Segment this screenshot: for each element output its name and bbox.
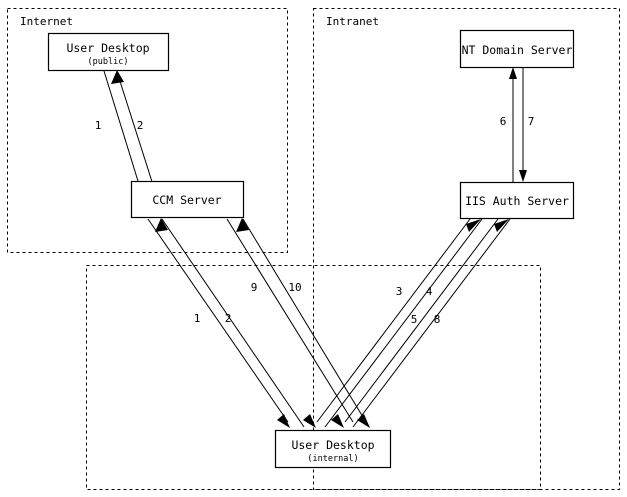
step-label-7: 7 — [528, 115, 535, 128]
node-user-desktop-internal-label: User Desktop — [291, 438, 374, 452]
step-label-1-internal: 1 — [194, 312, 201, 325]
node-user-desktop-public-label: User Desktop — [66, 41, 149, 55]
line-iis-down-to-internal-desktop-5 — [344, 218, 499, 423]
step-label-9: 9 — [251, 281, 258, 294]
line-internal-desktop-up-to-ccm-10 — [242, 218, 370, 428]
arrowhead-into-ccm-step10 — [236, 218, 249, 232]
step-label-6: 6 — [500, 115, 507, 128]
step-number-labels: 1 2 6 7 9 10 1 2 3 4 5 8 — [95, 115, 535, 326]
diagram-nodes: User Desktop (public) CCM Server NT Doma… — [47, 29, 575, 469]
node-user-desktop-internal-sublabel: (internal) — [307, 454, 358, 464]
step-label-8: 8 — [434, 313, 441, 326]
connection-lines — [103, 67, 524, 428]
node-iis-auth-server-label: IIS Auth Server — [465, 194, 569, 208]
node-ccm-server-label: CCM Server — [152, 193, 221, 207]
step-label-1-public: 1 — [95, 119, 102, 132]
zone-internet-boundary — [7, 8, 288, 253]
arrowhead-into-internal-desktop-d — [357, 414, 370, 428]
line-internal-desktop-up-to-iis-8 — [352, 218, 511, 428]
step-label-3: 3 — [396, 285, 403, 298]
node-ccm-server-box[interactable] — [130, 180, 245, 219]
node-user-desktop-internal-box[interactable] — [274, 429, 392, 469]
node-user-desktop-internal[interactable]: User Desktop (internal) — [274, 429, 392, 469]
node-user-desktop-public-box[interactable] — [47, 32, 170, 72]
arrowhead-into-internal-desktop-b — [303, 414, 316, 428]
node-user-desktop-public[interactable]: User Desktop (public) — [47, 32, 170, 72]
zone-label-intranet: Intranet — [326, 15, 379, 28]
arrowhead-into-iis-step4 — [466, 219, 481, 232]
arrowhead-into-public-desktop-step2 — [111, 70, 124, 84]
arrowhead-into-ccm-step2 — [155, 218, 168, 232]
step-label-2-internal: 2 — [225, 312, 232, 325]
step-label-5: 5 — [411, 313, 418, 326]
arrowhead-into-internal-desktop-a — [277, 414, 290, 428]
arrowhead-into-internal-desktop-c — [331, 414, 344, 428]
line-internal-desktop-up-to-ccm-2 — [161, 218, 305, 428]
line-iis-down-to-internal-desktop-3 — [316, 218, 471, 423]
node-nt-domain-server-box[interactable] — [459, 29, 575, 69]
step-label-4: 4 — [426, 285, 433, 298]
node-nt-domain-server-label: NT Domain Server — [462, 43, 573, 57]
node-iis-auth-server[interactable]: IIS Auth Server — [459, 181, 575, 220]
node-iis-auth-server-box[interactable] — [459, 181, 575, 220]
node-nt-domain-server[interactable]: NT Domain Server — [459, 29, 575, 69]
line-ccm-down-to-internal-desktop-9 — [226, 218, 354, 423]
zone-internal-boundary — [86, 265, 541, 490]
line-ccm-down-to-internal-desktop-1 — [147, 218, 289, 423]
zone-boundaries — [7, 8, 620, 490]
step-label-2-public: 2 — [137, 119, 144, 132]
arrowhead-into-iis-step8 — [494, 219, 509, 232]
step-label-10: 10 — [288, 281, 301, 294]
node-ccm-server[interactable]: CCM Server — [130, 180, 245, 219]
arrowhead-into-nt-domain-step6 — [509, 67, 517, 79]
arrow-heads — [111, 67, 527, 428]
line-internal-desktop-up-to-iis-4 — [324, 218, 483, 428]
arrowhead-into-iis-step7 — [519, 170, 527, 182]
zone-intranet-boundary — [313, 8, 620, 490]
zone-label-internet: Internet — [20, 15, 73, 28]
node-user-desktop-public-sublabel: (public) — [88, 57, 129, 67]
